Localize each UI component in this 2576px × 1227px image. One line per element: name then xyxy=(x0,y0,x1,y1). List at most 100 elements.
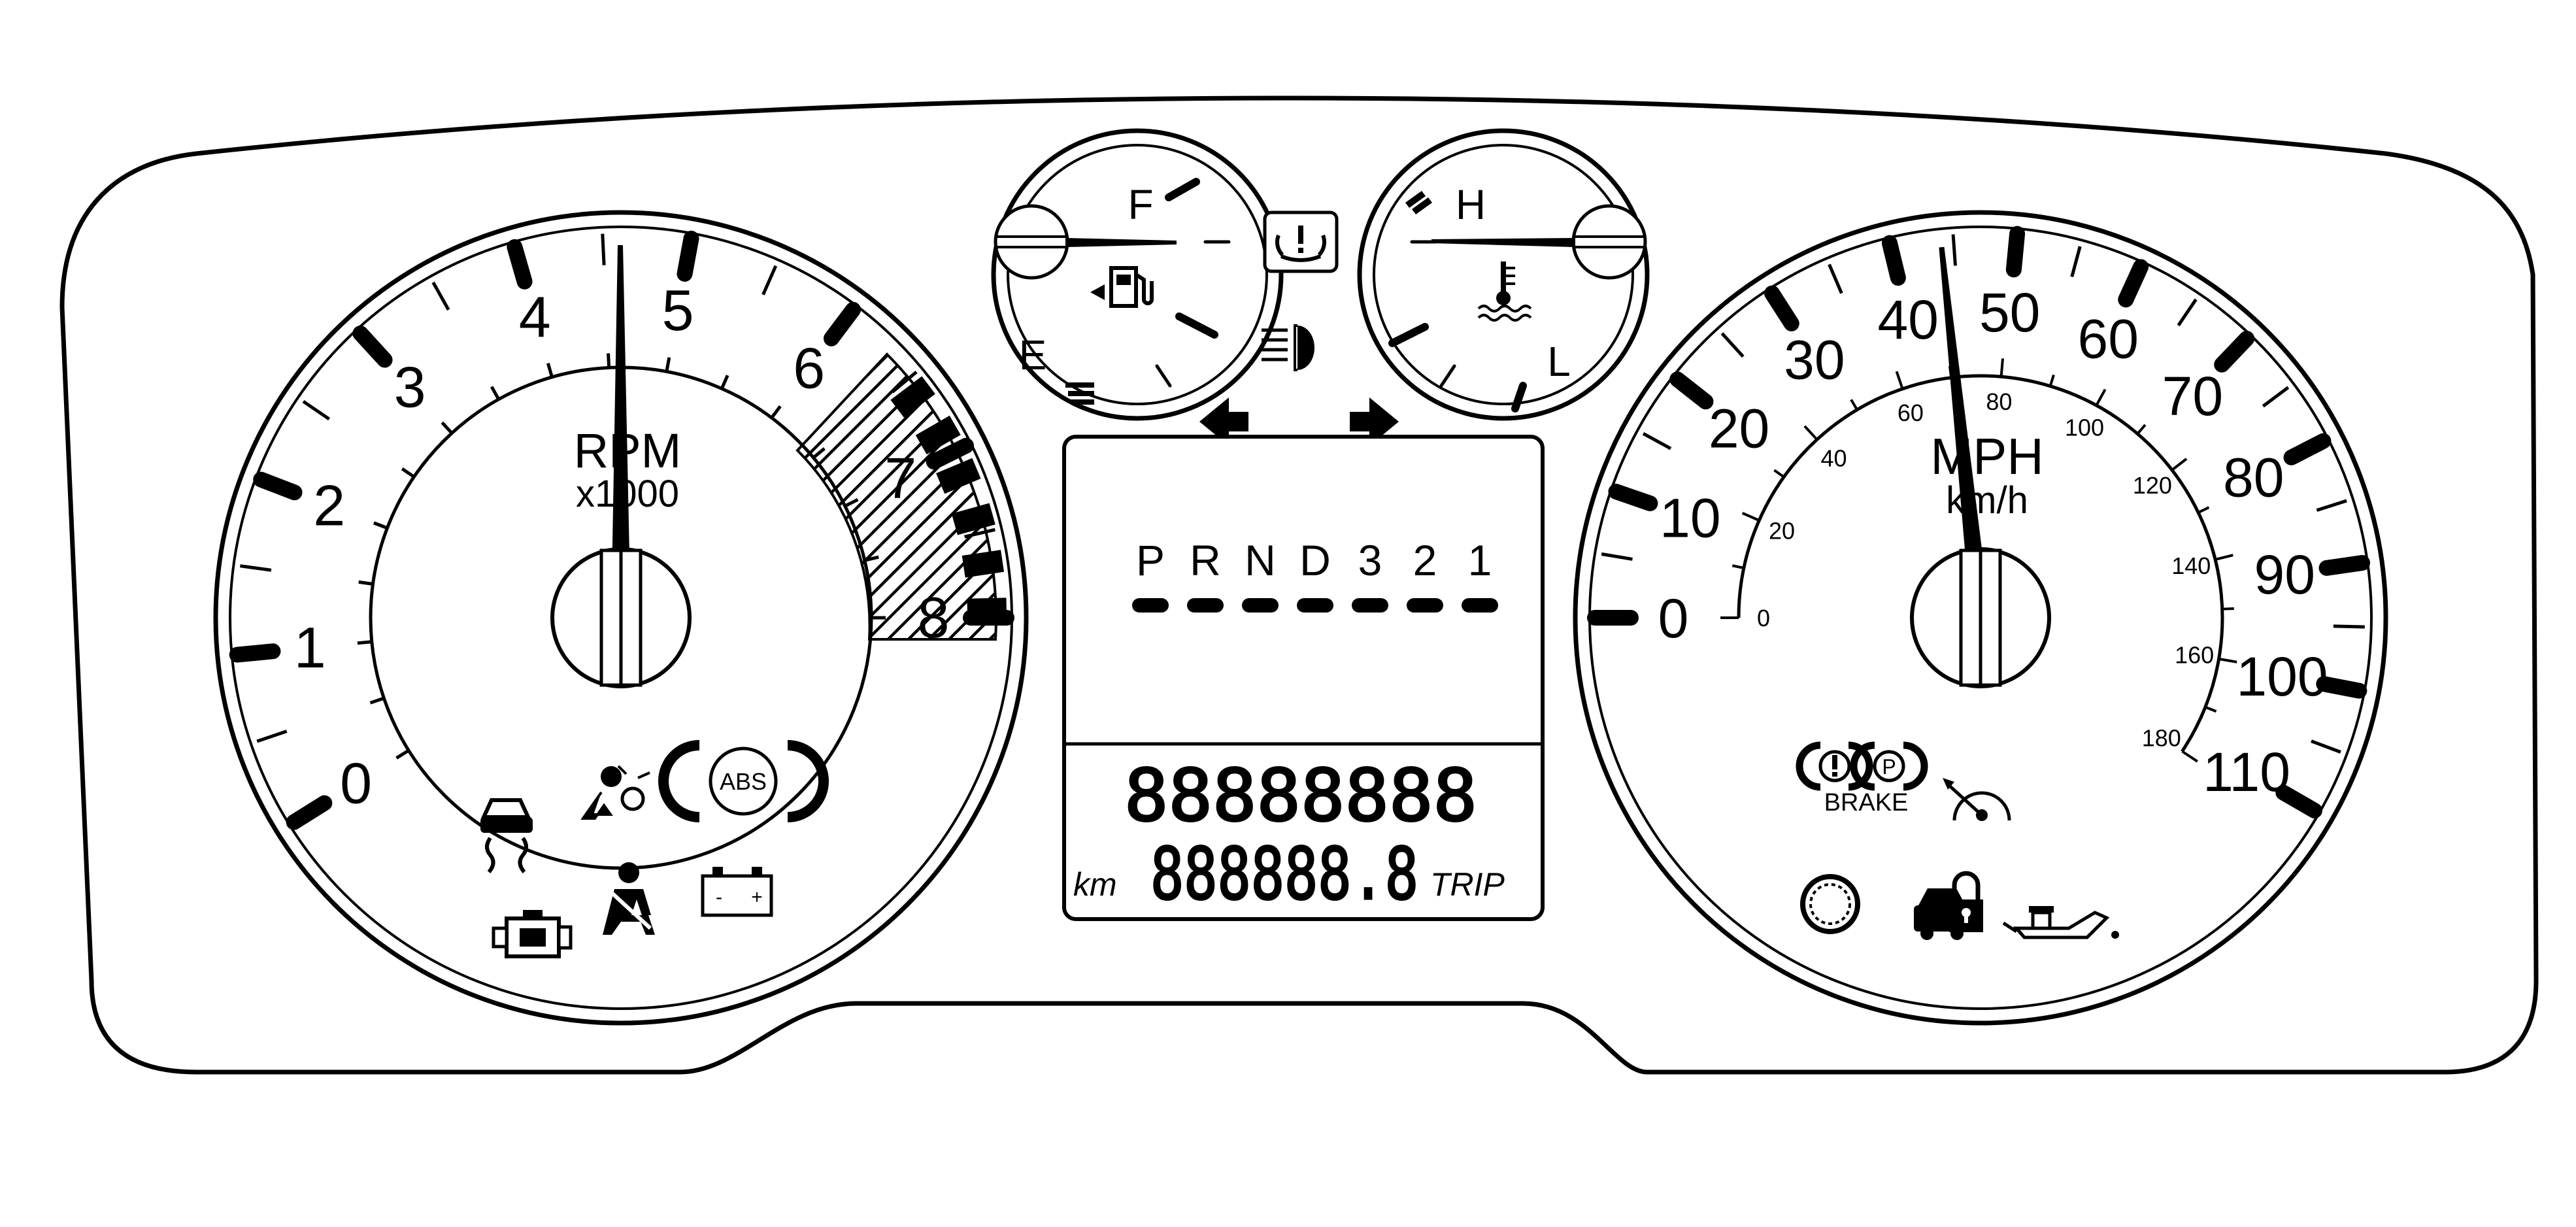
brake-label: BRAKE xyxy=(1824,789,1909,816)
kmh-tick-label: 120 xyxy=(2133,472,2172,499)
speedometer-needle xyxy=(1939,246,1990,619)
temp-low-label: L xyxy=(1547,338,1571,385)
fuel-gauge: F E xyxy=(991,128,1284,421)
tach-tick-label: 4 xyxy=(519,285,551,350)
kmh-tick-label: 0 xyxy=(1757,605,1770,631)
tach-redline-block xyxy=(890,376,935,418)
kmh-tick xyxy=(2198,506,2210,514)
oil-pressure-icon xyxy=(2002,906,2119,939)
fuel-pump-icon xyxy=(1090,266,1154,308)
seatbelt-icon xyxy=(603,862,655,935)
gear-marker xyxy=(1407,598,1443,613)
tach-major-tick xyxy=(229,643,281,663)
tach-minor-tick xyxy=(891,371,918,394)
turn-left-icon xyxy=(1199,397,1248,446)
trip-label: TRIP xyxy=(1430,866,1505,903)
speedometer-subtitle: km/h xyxy=(1946,479,2028,522)
temp-hot-marker-icon xyxy=(1405,191,1432,214)
speed-control-icon xyxy=(1943,778,2011,821)
kmh-tick xyxy=(1773,469,1785,479)
tach-inner-tick xyxy=(720,375,729,390)
high-beam-icon xyxy=(1262,324,1314,371)
airbag-icon xyxy=(580,765,650,820)
tach-minor-tick xyxy=(240,564,272,572)
battery-plus-label: + xyxy=(751,886,763,908)
temp-needle-pivot xyxy=(1571,204,1647,280)
tach-minor-tick xyxy=(302,400,331,421)
tach-inner-tick xyxy=(369,696,385,705)
tach-inner-tick xyxy=(864,555,879,562)
speedo-major-tick xyxy=(1764,285,1799,331)
kmh-tick xyxy=(2205,705,2217,713)
speedo-minor-tick xyxy=(1720,332,1745,358)
traction-control-icon xyxy=(480,798,533,873)
tach-major-tick xyxy=(926,437,975,470)
kmh-tick xyxy=(1741,512,1760,522)
gear-letter: N xyxy=(1245,536,1276,584)
tach-major-tick xyxy=(286,795,333,830)
trip-segments: 888888.8 xyxy=(1150,832,1418,916)
mph-tick-label: 30 xyxy=(1784,329,1845,391)
tach-major-tick xyxy=(507,239,533,290)
kmh-tick xyxy=(1895,371,1904,390)
kmh-tick-label: 80 xyxy=(1986,388,2012,415)
speedo-minor-tick xyxy=(1828,263,1843,294)
speedo-major-tick xyxy=(2005,226,2026,278)
gear-letter: 1 xyxy=(1468,536,1492,584)
speedo-minor-tick xyxy=(1951,234,1957,266)
speedo-minor-tick xyxy=(1642,432,1672,450)
mph-tick-label: 90 xyxy=(2254,544,2315,605)
overdrive-icon xyxy=(1800,874,1860,934)
speedo-minor-tick xyxy=(2177,298,2198,327)
mph-tick-label: 10 xyxy=(1660,487,1720,548)
kmh-tick xyxy=(1850,399,1858,411)
kmh-tick-label: 40 xyxy=(1820,445,1847,471)
kmh-scale-arc xyxy=(1737,374,2224,752)
mph-tick-label: 60 xyxy=(2078,308,2139,369)
battery-minus-label: - xyxy=(716,886,722,908)
tach-inner-tick xyxy=(812,447,826,460)
speedo-minor-tick xyxy=(1601,552,1633,561)
security-lock-icon xyxy=(1914,871,1983,940)
tach-inner-tick xyxy=(770,405,782,419)
battery-icon: - + xyxy=(701,867,773,917)
fuel-low-marker-icon xyxy=(1065,382,1094,405)
tach-redline-block xyxy=(915,415,961,455)
temp-gauge-bezel-inner xyxy=(1373,144,1634,405)
speedometer-title: MPH xyxy=(1930,428,2043,485)
kmh-tick xyxy=(1731,564,1745,569)
speedo-major-tick xyxy=(2318,555,2370,576)
abs-icon: ABS xyxy=(658,740,829,822)
temp-needle xyxy=(1431,238,1575,247)
speedo-major-tick xyxy=(2275,784,2322,818)
kmh-tick-label: 20 xyxy=(1769,517,1795,544)
tach-major-tick xyxy=(352,326,393,368)
mph-tick-label: 100 xyxy=(2236,646,2328,707)
tach-tick-label: 3 xyxy=(394,355,426,420)
tach-minor-tick xyxy=(431,281,450,311)
kmh-tick xyxy=(2171,458,2188,471)
fuel-full-label: F xyxy=(1128,181,1153,228)
tachometer-hub xyxy=(550,547,692,688)
gear-letter: D xyxy=(1299,536,1331,584)
kmh-tick-label: 100 xyxy=(2065,414,2104,441)
tach-major-tick xyxy=(253,471,303,501)
tach-inner-tick xyxy=(401,467,415,479)
tach-inner-tick xyxy=(546,362,554,378)
kmh-tick xyxy=(1999,358,2004,377)
gear-marker xyxy=(1242,598,1279,613)
tach-tick-label: 0 xyxy=(340,750,372,815)
mph-tick-label: 20 xyxy=(1709,397,1769,459)
mph-tick-label: 70 xyxy=(2162,365,2223,427)
tach-tick-label: 8 xyxy=(918,585,950,650)
gear-letter: 3 xyxy=(1358,536,1382,584)
speedo-major-tick xyxy=(1881,235,1906,286)
kmh-tick xyxy=(2136,424,2147,435)
tach-inner-tick xyxy=(395,748,410,760)
speedo-minor-tick xyxy=(2316,499,2347,512)
tach-minor-tick xyxy=(256,730,288,743)
